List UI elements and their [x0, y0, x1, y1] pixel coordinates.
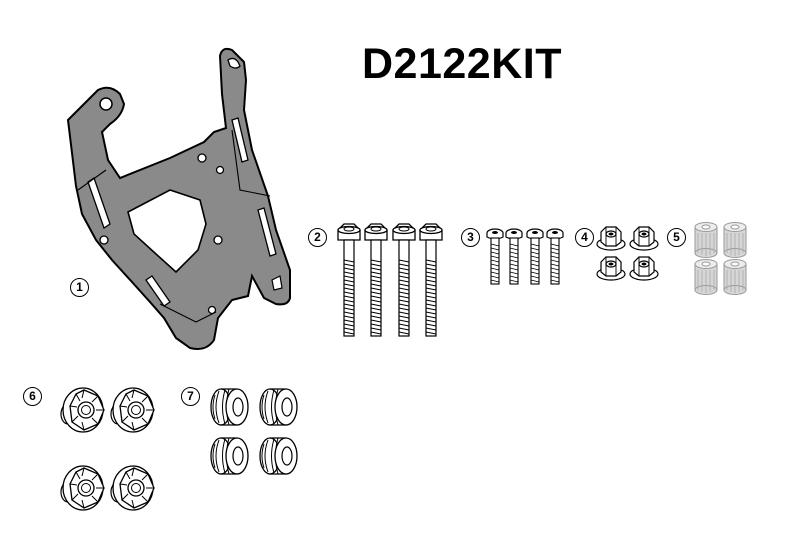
kit-code-title: D2122KIT [362, 40, 562, 88]
part-number-2: 2 [308, 228, 327, 247]
part-number-4: 4 [575, 228, 594, 247]
part-number-3: 3 [461, 228, 480, 247]
rubber-washers [210, 388, 298, 475]
part-number-1: 1 [70, 278, 89, 297]
flange-nuts [596, 226, 659, 281]
part-number-7: 7 [181, 387, 200, 406]
knob-screws [60, 387, 155, 511]
short-bolts [486, 228, 564, 285]
spacers [694, 222, 747, 295]
part-number-5: 5 [667, 228, 686, 247]
part-number-6: 6 [23, 387, 42, 406]
long-bolts [337, 223, 443, 337]
bracket-part [66, 47, 291, 350]
